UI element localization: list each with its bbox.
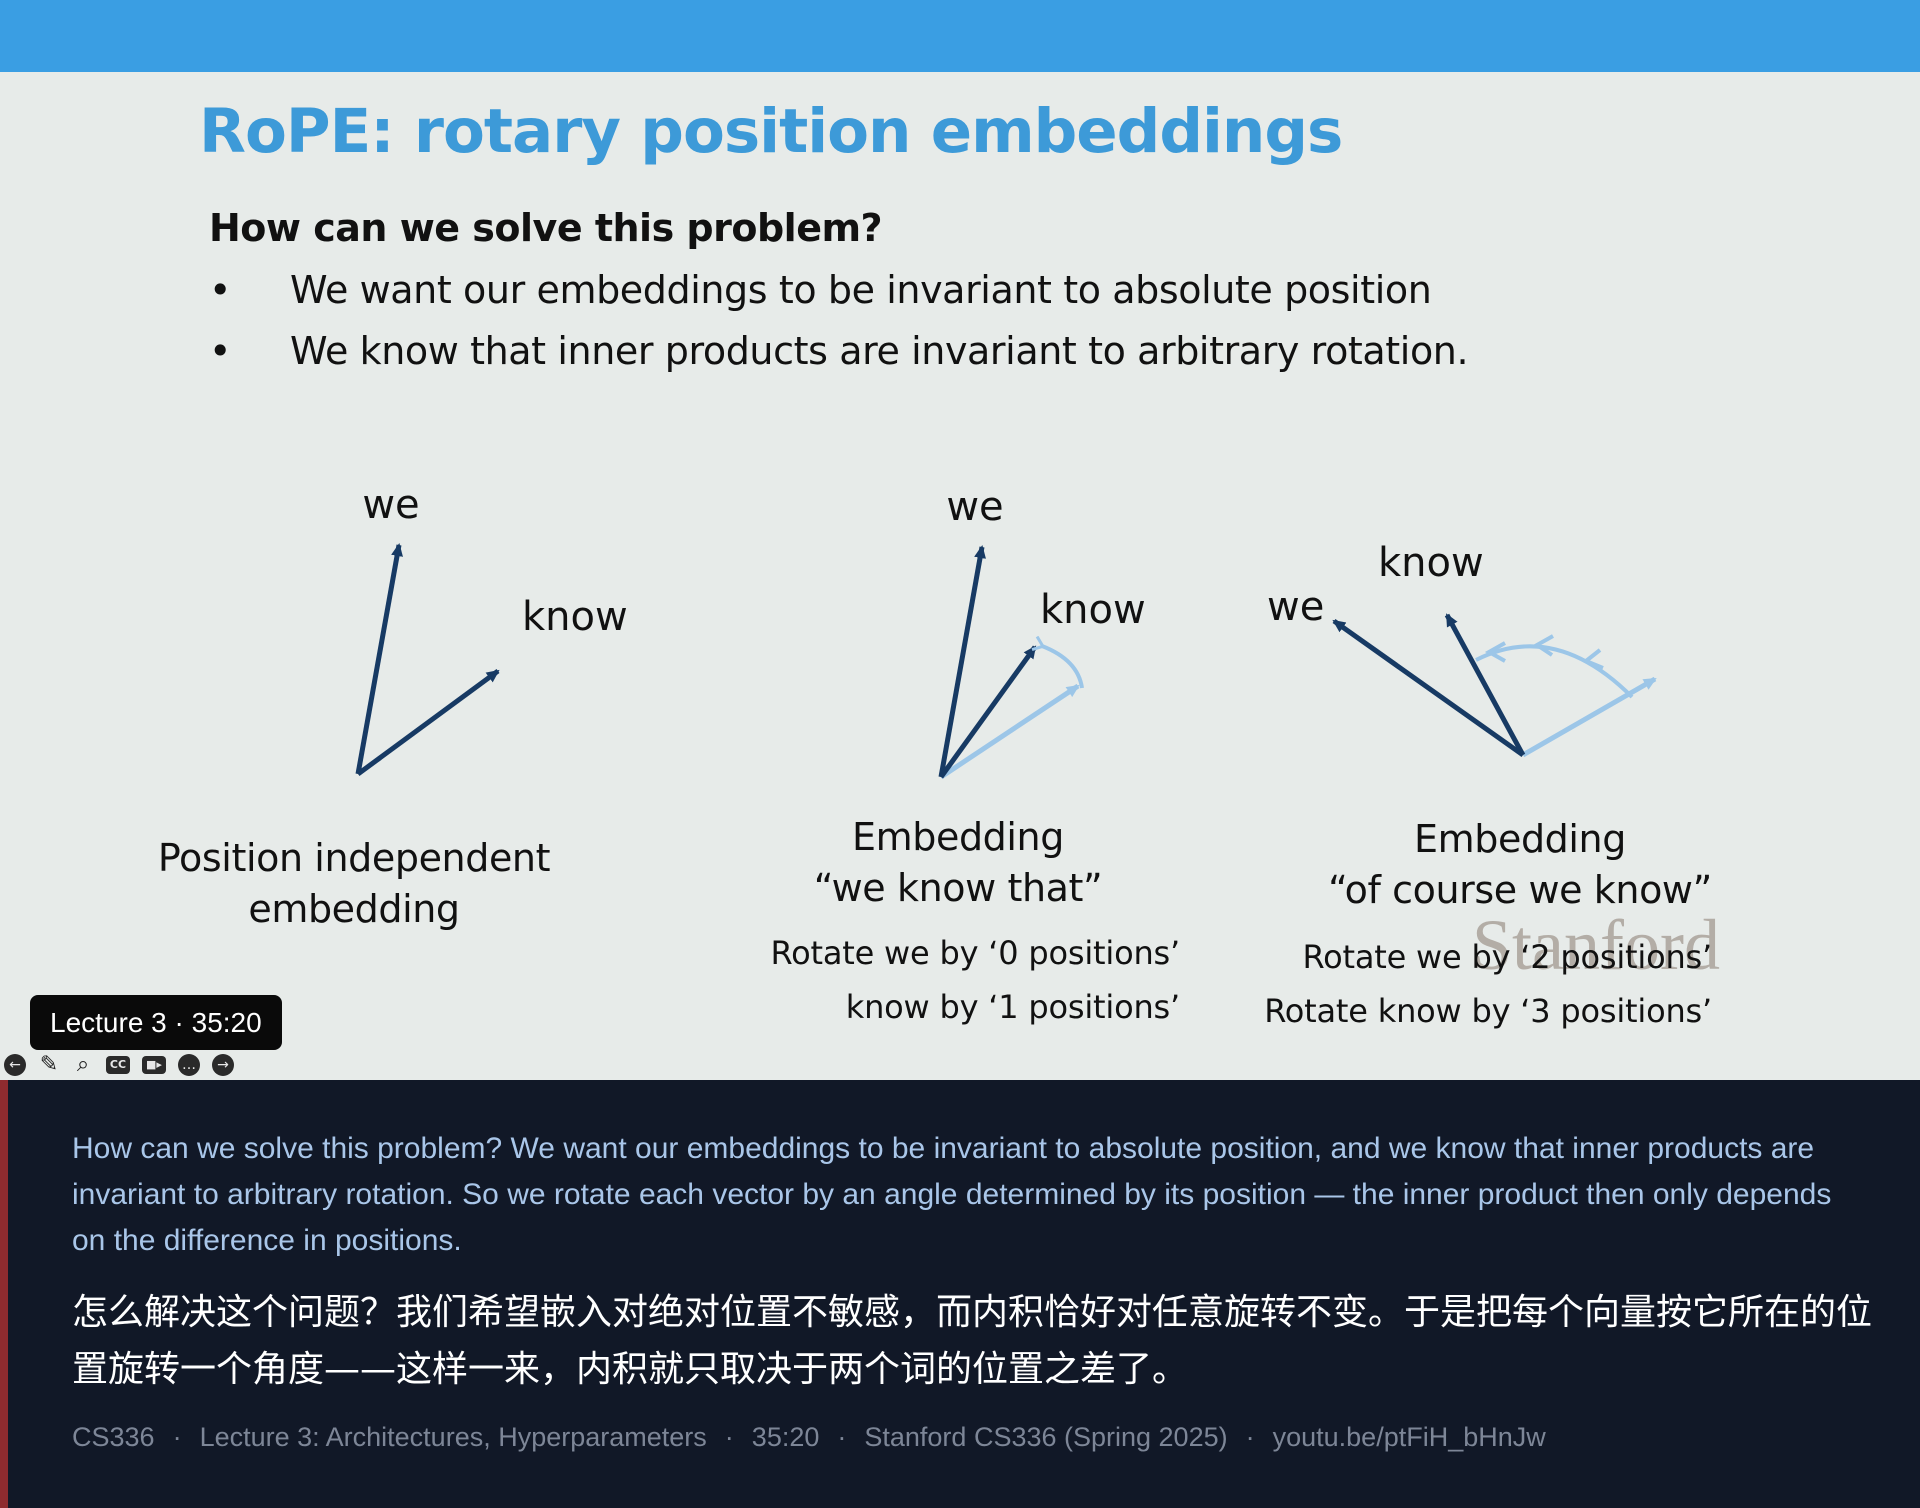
slide-title: RoPE: rotary position embeddings <box>199 96 1343 167</box>
bullet-text: We want our embeddings to be invariant t… <box>290 268 1432 312</box>
caption-we-know-that: Embedding “we know that” <box>808 812 1108 914</box>
slide-question: How can we solve this problem? <box>209 206 883 250</box>
label-know: know <box>1378 540 1484 586</box>
meta-lecture: Lecture 3: Architectures, Hyperparameter… <box>199 1422 707 1452</box>
caption-line: Position independent <box>157 836 551 880</box>
bullet-1: • We want our embeddings to be invariant … <box>209 268 1432 312</box>
zoom-icon[interactable]: ⌕ <box>76 1052 90 1077</box>
vector-original <box>1521 676 1657 758</box>
meta-source: Stanford CS336 (Spring 2025) <box>864 1422 1228 1452</box>
rotate-know-note: know by ‘1 positions’ <box>845 988 1180 1026</box>
rotation-chevron <box>1484 641 1506 663</box>
bullet-dot: • <box>209 268 232 312</box>
pen-icon[interactable]: ✎ <box>39 1052 59 1077</box>
caption-of-course-we-know: Embedding “of course we know” <box>1320 814 1720 916</box>
meta-time: 35:20 <box>751 1422 820 1452</box>
vector-we <box>1332 618 1525 758</box>
meta-separator: · <box>1245 1422 1255 1452</box>
bullet-text: We know that inner products are invarian… <box>290 329 1469 373</box>
meta-separator: · <box>172 1422 182 1452</box>
timestamp-badge: Lecture 3 · 35:20 <box>30 995 282 1050</box>
caption-panel <box>0 1080 1920 1508</box>
meta-course: CS336 <box>72 1422 155 1452</box>
more-icon[interactable]: … <box>178 1054 200 1076</box>
vector-we <box>355 543 403 775</box>
stanford-watermark: Stanford <box>1472 905 1720 985</box>
rotation-chevron <box>1582 648 1604 670</box>
rotation-chevron <box>1533 634 1554 657</box>
label-know: know <box>1040 587 1146 633</box>
video-icon[interactable]: ■▸ <box>142 1056 166 1074</box>
player-controls: ← ✎ ⌕ CC ■▸ … → <box>4 1054 234 1076</box>
label-we: we <box>946 484 1003 530</box>
caption-line: Embedding <box>852 815 1064 859</box>
vector-know <box>1444 613 1526 757</box>
rotate-know-note: Rotate know by ‘3 positions’ <box>1264 992 1712 1030</box>
meta-separator: · <box>837 1422 847 1452</box>
diagram-we-know-that: we know <box>938 484 1146 780</box>
slide <box>0 72 1920 1080</box>
back-icon[interactable]: ← <box>4 1054 26 1076</box>
caption-english: How can we solve this problem? We want o… <box>72 1132 1832 1257</box>
diagram-position-independent: we know <box>355 482 628 777</box>
rope-diagrams: we know we know we know <box>355 482 1657 780</box>
meta-separator: · <box>724 1422 734 1452</box>
caption-position-independent: Position independent embedding <box>154 833 554 935</box>
vector-we <box>938 545 986 778</box>
cc-icon[interactable]: CC <box>106 1056 130 1074</box>
label-know: know <box>522 594 628 640</box>
vector-know-rotated <box>938 645 1038 779</box>
caption-chinese: 怎么解决这个问题？我们希望嵌入对绝对位置不敏感，而内积恰好对任意旋转不变。于是把… <box>72 1292 1873 1390</box>
caption-accent-bar <box>0 1080 8 1508</box>
label-we: we <box>362 482 419 528</box>
caption-line: Embedding <box>1414 817 1626 861</box>
bullet-2: • We know that inner products are invaria… <box>209 329 1469 373</box>
caption-meta: CS336 · Lecture 3: Architectures, Hyperpar… <box>72 1422 1546 1453</box>
label-we: we <box>1267 584 1324 630</box>
rotate-we-note: Rotate we by ‘0 positions’ <box>770 934 1181 972</box>
rotate-we-note: Rotate we by ‘2 positions’ <box>1302 938 1713 976</box>
vector-know <box>356 668 500 777</box>
diagram-of-course-we-know: we know <box>1267 540 1657 758</box>
caption-line: “of course we know” <box>1328 868 1712 912</box>
bullet-dot: • <box>209 329 232 373</box>
forward-icon[interactable]: → <box>212 1054 234 1076</box>
meta-link[interactable]: youtu.be/ptFiH_bHnJw <box>1272 1422 1546 1452</box>
rotation-arc <box>1475 644 1634 699</box>
vector-know-original <box>939 683 1080 780</box>
rotation-arc <box>1042 646 1084 689</box>
caption-line: “we know that” <box>813 866 1103 910</box>
caption-line: embedding <box>248 887 460 931</box>
top-bar <box>0 0 1920 72</box>
